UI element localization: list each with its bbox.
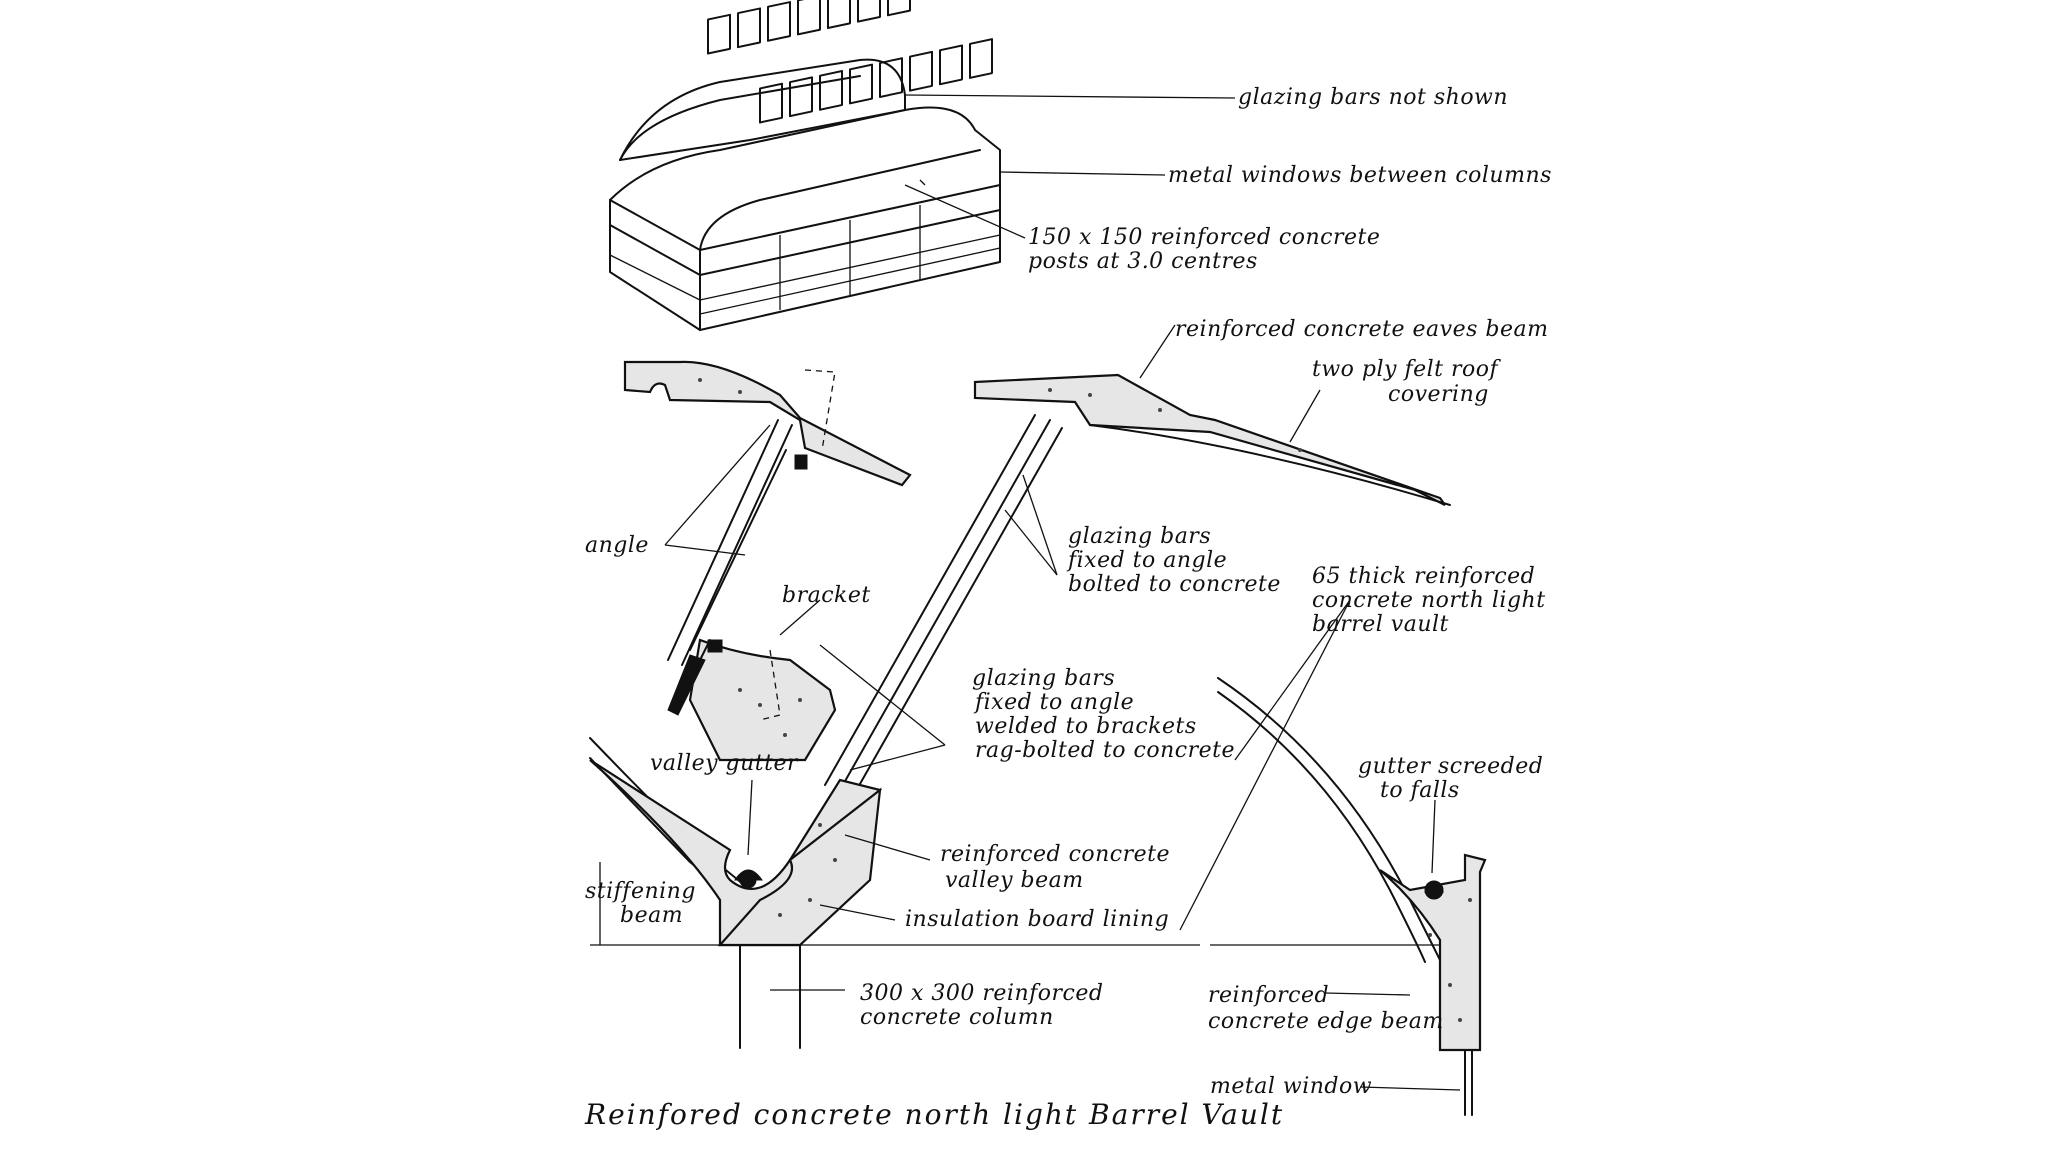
label-gb-brackets-1: glazing bars <box>972 666 1116 691</box>
label-column-2: concrete column <box>860 1005 1054 1030</box>
label-gutter-screeded-1: gutter screeded <box>1358 754 1544 779</box>
label-eaves-beam: reinforced concrete eaves beam <box>1175 317 1549 342</box>
label-metal-windows: metal windows between columns <box>1168 163 1552 188</box>
label-vault-2: concrete north light <box>1312 588 1546 613</box>
label-insulation: insulation board lining <box>905 907 1170 932</box>
label-gb-angle-1: glazing bars <box>1068 524 1212 549</box>
isometric-roof-view <box>609 0 1001 331</box>
label-edge-beam-2: concrete edge beam <box>1208 1009 1444 1034</box>
label-vault-3: barrel vault <box>1312 612 1449 637</box>
eaves-section <box>973 373 1487 1116</box>
label-gutter-screeded-2: to falls <box>1380 778 1460 803</box>
label-valley-gutter: valley gutter <box>650 751 799 776</box>
label-glazing-bars-not-shown: glazing bars not shown <box>1238 85 1509 110</box>
label-column-1: 300 x 300 reinforced <box>860 981 1104 1006</box>
label-edge-beam-1: reinforced <box>1208 983 1330 1008</box>
label-valley-beam-1: reinforced concrete <box>940 842 1171 867</box>
label-felt-2: covering <box>1388 382 1489 407</box>
label-gb-angle-3: bolted to concrete <box>1068 572 1281 597</box>
label-metal-window: metal window <box>1210 1074 1373 1099</box>
valley-section <box>589 360 1200 1049</box>
label-felt-1: two ply felt roof <box>1312 357 1499 382</box>
label-stiffening-1: stiffening <box>585 879 696 904</box>
label-posts-1: 150 x 150 reinforced concrete <box>1028 225 1381 250</box>
label-angle: angle <box>585 533 649 558</box>
label-vault-1: 65 thick reinforced <box>1312 564 1536 589</box>
label-gb-angle-2: fixed to angle <box>1068 548 1228 573</box>
label-gb-brackets-3: welded to brackets <box>975 714 1197 739</box>
label-gb-brackets-2: fixed to angle <box>975 690 1135 715</box>
label-stiffening-2: beam <box>620 903 684 928</box>
label-valley-beam-2: valley beam <box>945 868 1084 893</box>
label-gb-brackets-4: rag-bolted to concrete <box>975 738 1235 763</box>
drawing-title: Reinfored concrete north light Barrel Va… <box>585 1098 1285 1131</box>
label-posts-2: posts at 3.0 centres <box>1028 249 1258 274</box>
label-bracket: bracket <box>782 583 871 608</box>
